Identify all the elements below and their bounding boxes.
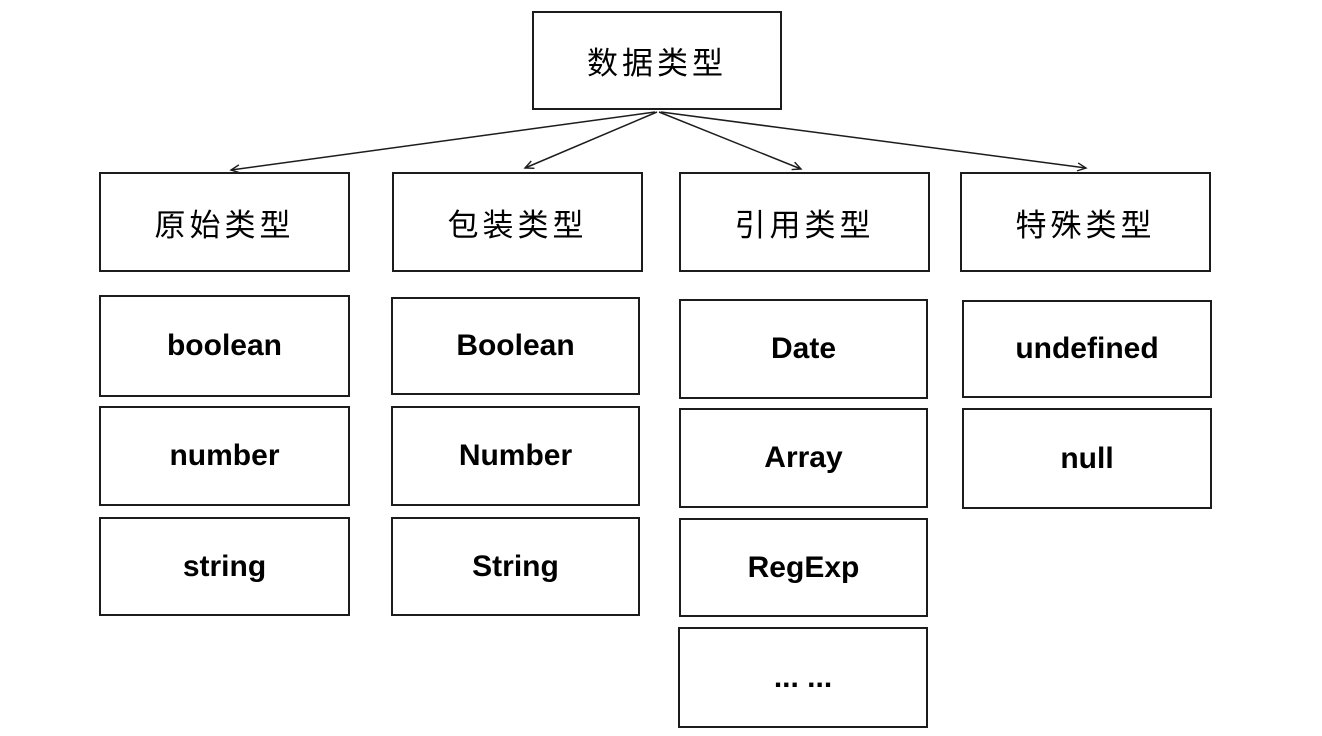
arrow-root-to-special: [660, 111, 1088, 172]
node-label: 原始类型: [154, 207, 295, 244]
node-undefined: undefined: [962, 300, 1212, 398]
node-label: Date: [770, 332, 837, 365]
node-date: Date: [679, 299, 928, 399]
node-label: undefined: [1015, 332, 1159, 365]
node-label: Number: [458, 439, 573, 472]
node-number-object: Number: [391, 406, 640, 506]
node-array: Array: [679, 408, 928, 508]
node-primitive-types-header: 原始类型: [99, 172, 350, 272]
node-label: string: [182, 549, 267, 583]
node-number: number: [99, 406, 350, 506]
node-label: 特殊类型: [1015, 207, 1156, 244]
arrow-root-to-reference: [658, 111, 803, 171]
node-boolean: boolean: [99, 295, 350, 397]
node-label: 数据类型: [587, 46, 727, 82]
node-null: null: [962, 408, 1212, 509]
node-label: Boolean: [456, 329, 575, 362]
node-label: Array: [764, 441, 843, 474]
node-label: String: [472, 549, 559, 583]
node-label: 包装类型: [447, 207, 588, 244]
node-label: boolean: [166, 329, 282, 362]
node-string: string: [99, 517, 350, 616]
node-data-types-root: 数据类型: [532, 11, 782, 110]
node-reference-types-header: 引用类型: [679, 172, 930, 272]
node-boolean-object: Boolean: [391, 297, 640, 395]
node-regexp: RegExp: [679, 518, 928, 617]
arrow-root-to-wrapper: [523, 111, 658, 170]
node-label: null: [1060, 441, 1114, 475]
node-wrapper-types-header: 包装类型: [392, 172, 643, 272]
node-label: RegExp: [747, 550, 860, 584]
node-special-types-header: 特殊类型: [960, 172, 1211, 272]
node-label: 引用类型: [734, 207, 875, 244]
node-label: ... ...: [773, 660, 833, 694]
arrow-root-to-primitive: [229, 111, 656, 174]
node-label: number: [169, 439, 280, 472]
node-string-object: String: [391, 517, 640, 616]
node-ellipsis-more: ... ...: [678, 627, 928, 728]
